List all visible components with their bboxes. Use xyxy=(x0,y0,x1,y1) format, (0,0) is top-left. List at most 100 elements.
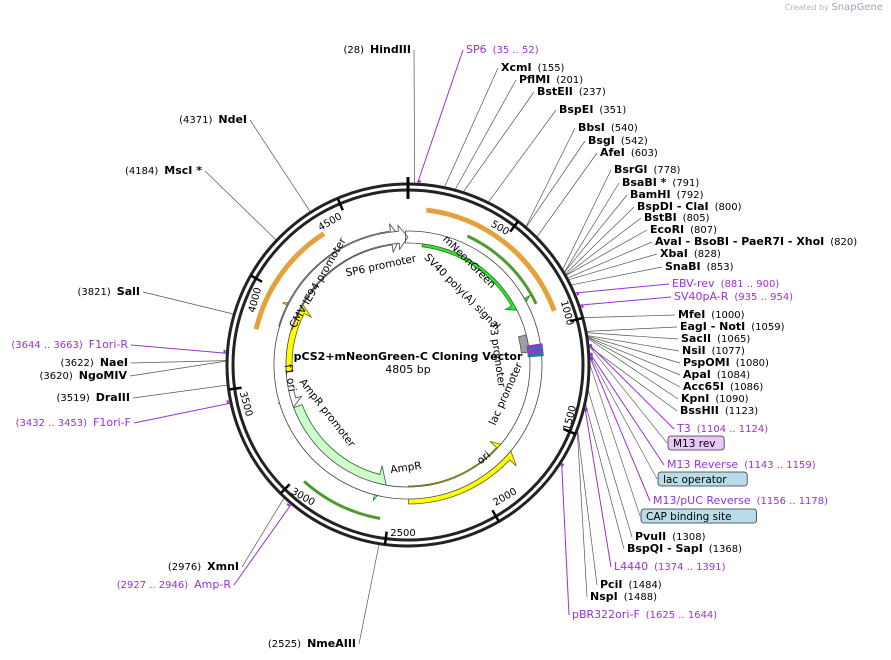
label-text: AfeI(603) xyxy=(600,146,658,159)
map-label[interactable]: BssHII(1123) xyxy=(680,404,758,417)
label-pos: (351) xyxy=(599,105,626,116)
map-label[interactable]: BsaBI *(791) xyxy=(622,176,699,189)
leader-line xyxy=(564,182,620,273)
map-label[interactable]: SacII(1065) xyxy=(681,332,750,345)
label-text: (3821)SalI xyxy=(78,285,140,298)
label-pos: (1104 .. 1124) xyxy=(697,424,769,435)
primer-site xyxy=(226,400,230,404)
label-name: SnaBI xyxy=(665,260,701,273)
map-label[interactable]: (3432 .. 3453)F1ori-F xyxy=(16,416,131,429)
map-label[interactable]: CAP binding site xyxy=(640,508,757,524)
leader-line xyxy=(577,430,598,586)
map-label[interactable]: M13 rev xyxy=(667,435,725,451)
label-text: BamHI(792) xyxy=(630,188,704,201)
map-label[interactable]: (3821)SalI xyxy=(78,285,140,298)
map-label[interactable]: BsgI(542) xyxy=(588,134,648,147)
label-text: BstBI(805) xyxy=(644,211,710,224)
map-label[interactable]: SP6(35 .. 52) xyxy=(466,43,539,56)
leader-line xyxy=(587,332,679,340)
map-label[interactable]: BspQI - SapI(1368) xyxy=(627,542,742,555)
map-label[interactable]: PvuII(1308) xyxy=(635,530,706,543)
map-label[interactable]: lac operator xyxy=(657,471,748,487)
primer-site xyxy=(580,304,584,309)
map-label[interactable]: PciI(1484) xyxy=(600,578,662,591)
label-name: BssHII xyxy=(680,404,719,417)
map-label[interactable]: M13/pUC Reverse(1156 .. 1178) xyxy=(653,494,828,507)
label-name: MfeI xyxy=(678,308,705,321)
map-label[interactable]: PspOMI(1080) xyxy=(683,356,769,369)
map-label[interactable]: (3519)DraIII xyxy=(56,391,130,404)
map-label[interactable]: EBV-rev(881 .. 900) xyxy=(672,277,779,290)
label-pos: (35 .. 52) xyxy=(493,45,539,56)
label-text: BssHII(1123) xyxy=(680,404,758,417)
label-pos: (3622) xyxy=(61,358,94,369)
leader-line xyxy=(589,364,641,517)
label-pos: (1143 .. 1159) xyxy=(744,460,816,471)
map-label[interactable]: EagI - NotI(1059) xyxy=(680,320,785,333)
map-label[interactable]: (4371)NdeI xyxy=(179,113,247,126)
map-label[interactable]: BstEII(237) xyxy=(537,85,606,98)
map-label[interactable]: (3620)NgoMIV xyxy=(40,369,128,382)
label-box xyxy=(657,471,748,487)
map-label[interactable]: T3(1104 .. 1124) xyxy=(676,422,768,435)
map-label[interactable]: M13 Reverse(1143 .. 1159) xyxy=(667,458,816,471)
label-name: lac operator xyxy=(663,474,727,486)
leader-line xyxy=(526,140,586,228)
map-label[interactable]: BbsI(540) xyxy=(578,121,638,134)
map-label[interactable]: KpnI(1090) xyxy=(681,392,749,405)
label-pos: (1374 .. 1391) xyxy=(654,562,726,573)
label-pos: (778) xyxy=(653,165,680,176)
label-pos: (542) xyxy=(621,136,648,147)
map-label[interactable]: (3622)NaeI xyxy=(61,356,128,369)
label-pos: (2927 .. 2946) xyxy=(117,580,189,591)
map-label[interactable]: (28)HindIII xyxy=(344,43,412,56)
label-text: XcmI(155) xyxy=(501,61,565,74)
label-layer: (28)HindIII SP6(35 .. 52) XcmI(155)PflMI(2… xyxy=(11,43,857,650)
label-text: (2976)XmnI xyxy=(168,560,239,573)
map-label[interactable]: NspI(1488) xyxy=(590,590,657,603)
map-label[interactable]: (2927 .. 2946)Amp-R xyxy=(117,578,232,591)
leader-line xyxy=(561,462,570,616)
label-name: NspI xyxy=(590,590,618,603)
leader-line xyxy=(589,355,658,480)
primer-site xyxy=(585,407,588,412)
map-label[interactable]: (2976)XmnI xyxy=(168,560,239,573)
map-label[interactable]: SV40pA-R(935 .. 954) xyxy=(674,290,793,303)
label-name: XmnI xyxy=(207,560,239,573)
label-name: AfeI xyxy=(600,146,625,159)
map-label[interactable]: ApaI(1084) xyxy=(683,368,750,381)
label-pos: (1308) xyxy=(672,532,705,543)
label-text: (28)HindIII xyxy=(344,43,412,56)
map-label[interactable]: AfeI(603) xyxy=(600,146,658,159)
label-pos: (1156 .. 1178) xyxy=(757,496,829,507)
map-label[interactable]: SnaBI(853) xyxy=(665,260,734,273)
label-text: NspI(1488) xyxy=(590,590,657,603)
map-label[interactable]: BamHI(792) xyxy=(630,188,704,201)
map-label[interactable]: XcmI(155) xyxy=(501,61,565,74)
map-label[interactable]: Acc65I(1086) xyxy=(683,380,763,393)
map-label[interactable]: PflMI(201) xyxy=(519,73,583,86)
map-label[interactable]: (3644 .. 3663)F1ori-R xyxy=(11,338,128,351)
map-label[interactable]: BstBI(805) xyxy=(644,211,710,224)
map-label[interactable]: BsrGI(778) xyxy=(614,163,680,176)
map-label[interactable]: EcoRI(807) xyxy=(650,223,717,236)
label-pos: (201) xyxy=(556,75,583,86)
map-label[interactable]: AvaI - BsoBI - PaeR7I - XhoI(820) xyxy=(655,235,857,248)
label-leader-lines xyxy=(129,49,681,645)
leader-line xyxy=(587,336,681,376)
map-label[interactable]: BspEI(351) xyxy=(559,103,626,116)
leader-line xyxy=(587,390,633,538)
outer-arc-green xyxy=(303,480,381,520)
label-text: PvuII(1308) xyxy=(635,530,706,543)
site-mark xyxy=(527,348,544,355)
tick-mark xyxy=(250,274,263,283)
map-label[interactable]: MfeI(1000) xyxy=(678,308,745,321)
map-label[interactable]: (4184)MscI * xyxy=(125,164,202,177)
map-label[interactable]: (2525)NmeAIII xyxy=(268,637,356,650)
map-label[interactable]: L4440(1374 .. 1391) xyxy=(614,560,726,573)
map-label[interactable]: BspDI - ClaI(800) xyxy=(637,200,742,213)
map-label[interactable]: pBR322ori-F(1625 .. 1644) xyxy=(572,608,717,621)
map-label[interactable]: NsiI(1077) xyxy=(682,344,745,357)
map-label[interactable]: XbaI(828) xyxy=(660,247,721,260)
